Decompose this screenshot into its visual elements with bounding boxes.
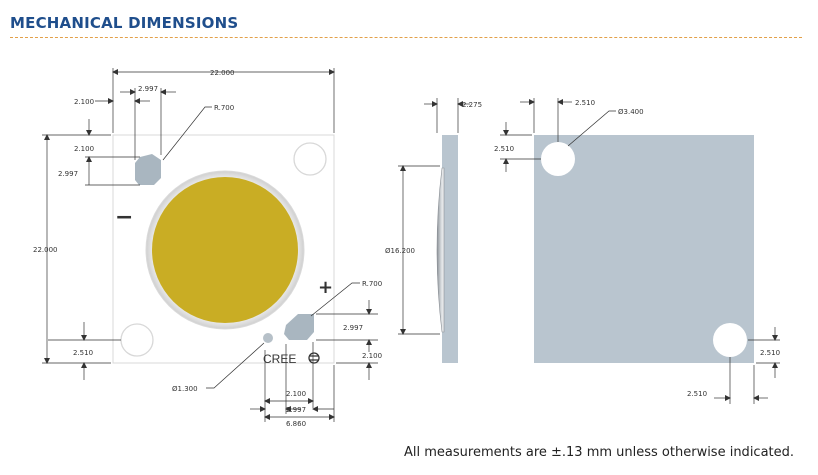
title-divider (10, 37, 802, 38)
dim-led-dia: Ø16.200 (385, 247, 415, 255)
dim-pos-pad-offset: 2.100 (362, 352, 382, 360)
dim-thickness: 2.275 (462, 101, 482, 109)
front-view: − + CREE (33, 68, 382, 428)
dim-pad-radius: R.700 (214, 104, 234, 112)
dim-back-br-offset-y: 2.510 (760, 349, 780, 357)
positive-pad (284, 314, 314, 340)
dim-bottom-pad: 2.997 (286, 406, 306, 414)
dim-height-22: 22.000 (33, 246, 58, 254)
negative-pad (135, 154, 161, 185)
tolerance-note: All measurements are ±.13 mm unless othe… (404, 445, 795, 460)
dim-back-br-offset-x: 2.510 (687, 390, 707, 398)
back-view: 2.510 Ø3.400 2.510 2.510 2.510 (494, 98, 780, 404)
positive-polarity-mark: + (318, 277, 333, 298)
dim-width-22: 22.000 (210, 69, 235, 77)
dim-fiducial-dia: Ø1.300 (172, 385, 198, 393)
dim-hole-offset: 2.510 (73, 349, 93, 357)
back-hole-top-left (541, 142, 575, 176)
dim-pad-offset-x: 2.100 (74, 98, 94, 106)
dim-pos-pad-radius: R.700 (362, 280, 382, 288)
dim-back-hole-dia: Ø3.400 (618, 108, 644, 116)
fiducial-mark (263, 333, 273, 343)
dim-bottom-offset: 2.100 (286, 390, 306, 398)
dim-pad-offset-y: 2.100 (74, 145, 94, 153)
mounting-hole-bottom-left (120, 323, 154, 357)
dim-pad-height: 2.997 (58, 170, 78, 178)
dim-bottom-total: 6.860 (286, 420, 306, 428)
led-emitter (152, 177, 298, 323)
dim-back-hole-offset-x: 2.510 (575, 99, 595, 107)
dim-pad-width: 2.997 (138, 85, 158, 93)
back-board (534, 135, 754, 363)
side-board (442, 135, 458, 363)
negative-polarity-mark: − (115, 205, 133, 230)
back-hole-bottom-right (713, 323, 747, 357)
section-title: MECHANICAL DIMENSIONS (10, 14, 239, 32)
cree-logo: CREE (263, 352, 296, 366)
mounting-hole-top-right (293, 142, 327, 176)
side-led-dome (436, 167, 445, 333)
dim-pos-pad-height: 2.997 (343, 324, 363, 332)
cree-logo-mark (308, 352, 320, 364)
side-view: 2.275 Ø16.200 (385, 98, 482, 363)
dim-back-hole-offset-y: 2.510 (494, 145, 514, 153)
